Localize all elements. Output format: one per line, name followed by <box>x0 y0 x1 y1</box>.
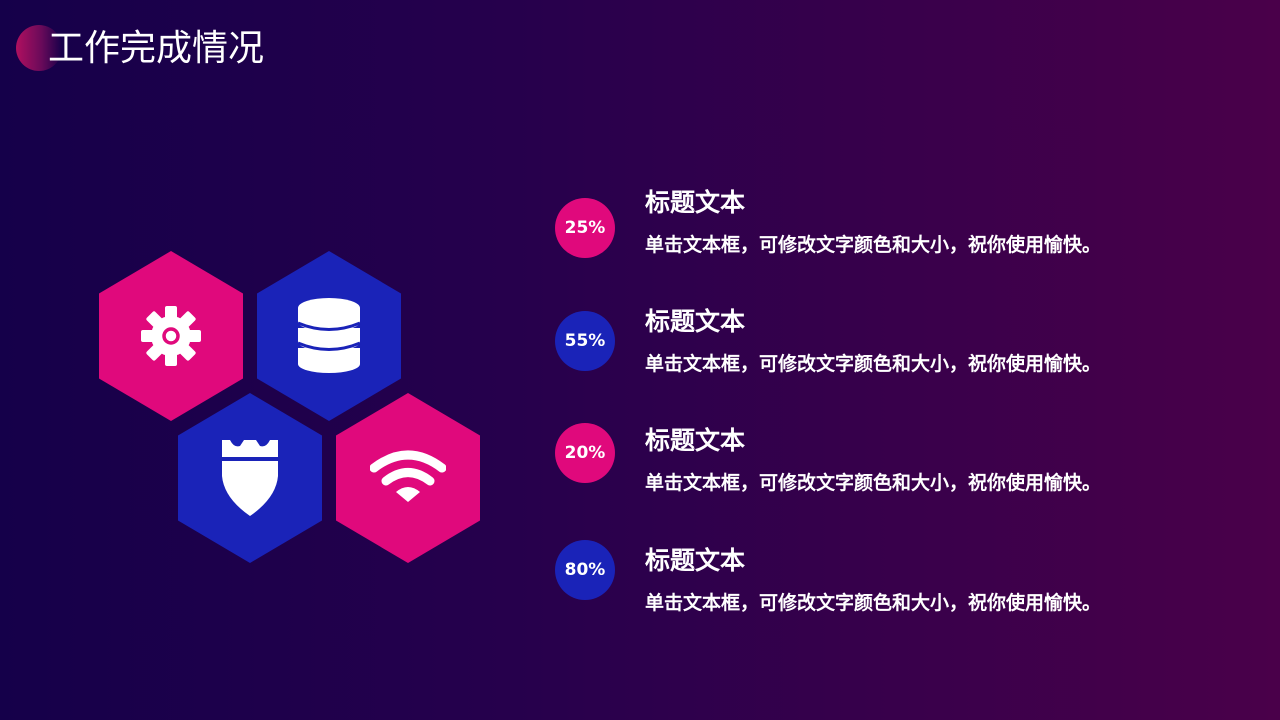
hexagon-wifi <box>336 393 480 563</box>
progress-item: 25% 标题文本 单击文本框，可修改文字颜色和大小，祝你使用愉快。 <box>555 188 1255 268</box>
progress-item: 55% 标题文本 单击文本框，可修改文字颜色和大小，祝你使用愉快。 <box>555 307 1255 387</box>
database-icon <box>297 298 361 373</box>
wifi-icon <box>370 450 446 502</box>
progress-item: 80% 标题文本 单击文本框，可修改文字颜色和大小，祝你使用愉快。 <box>555 540 1255 626</box>
shield-crown-icon <box>222 440 278 516</box>
percent-badge: 25% <box>555 198 615 258</box>
hexagon-shield <box>178 393 322 563</box>
item-description[interactable]: 单击文本框，可修改文字颜色和大小，祝你使用愉快。 <box>645 472 1102 494</box>
hexagon-database <box>257 251 401 421</box>
title-decor-circle <box>16 25 62 71</box>
page-title: 工作完成情况 <box>48 28 265 69</box>
item-title[interactable]: 标题文本 <box>645 426 746 455</box>
progress-item: 20% 标题文本 单击文本框，可修改文字颜色和大小，祝你使用愉快。 <box>555 423 1255 506</box>
item-title[interactable]: 标题文本 <box>645 188 746 217</box>
percent-badge: 55% <box>555 311 615 371</box>
item-description[interactable]: 单击文本框，可修改文字颜色和大小，祝你使用愉快。 <box>645 353 1102 375</box>
percent-badge: 80% <box>555 540 615 600</box>
item-description[interactable]: 单击文本框，可修改文字颜色和大小，祝你使用愉快。 <box>645 592 1102 614</box>
percent-badge: 20% <box>555 423 615 483</box>
item-title[interactable]: 标题文本 <box>645 546 746 575</box>
hexagon-gear <box>99 251 243 421</box>
item-description[interactable]: 单击文本框，可修改文字颜色和大小，祝你使用愉快。 <box>645 234 1102 256</box>
gear-icon <box>141 306 201 366</box>
item-title[interactable]: 标题文本 <box>645 307 746 336</box>
